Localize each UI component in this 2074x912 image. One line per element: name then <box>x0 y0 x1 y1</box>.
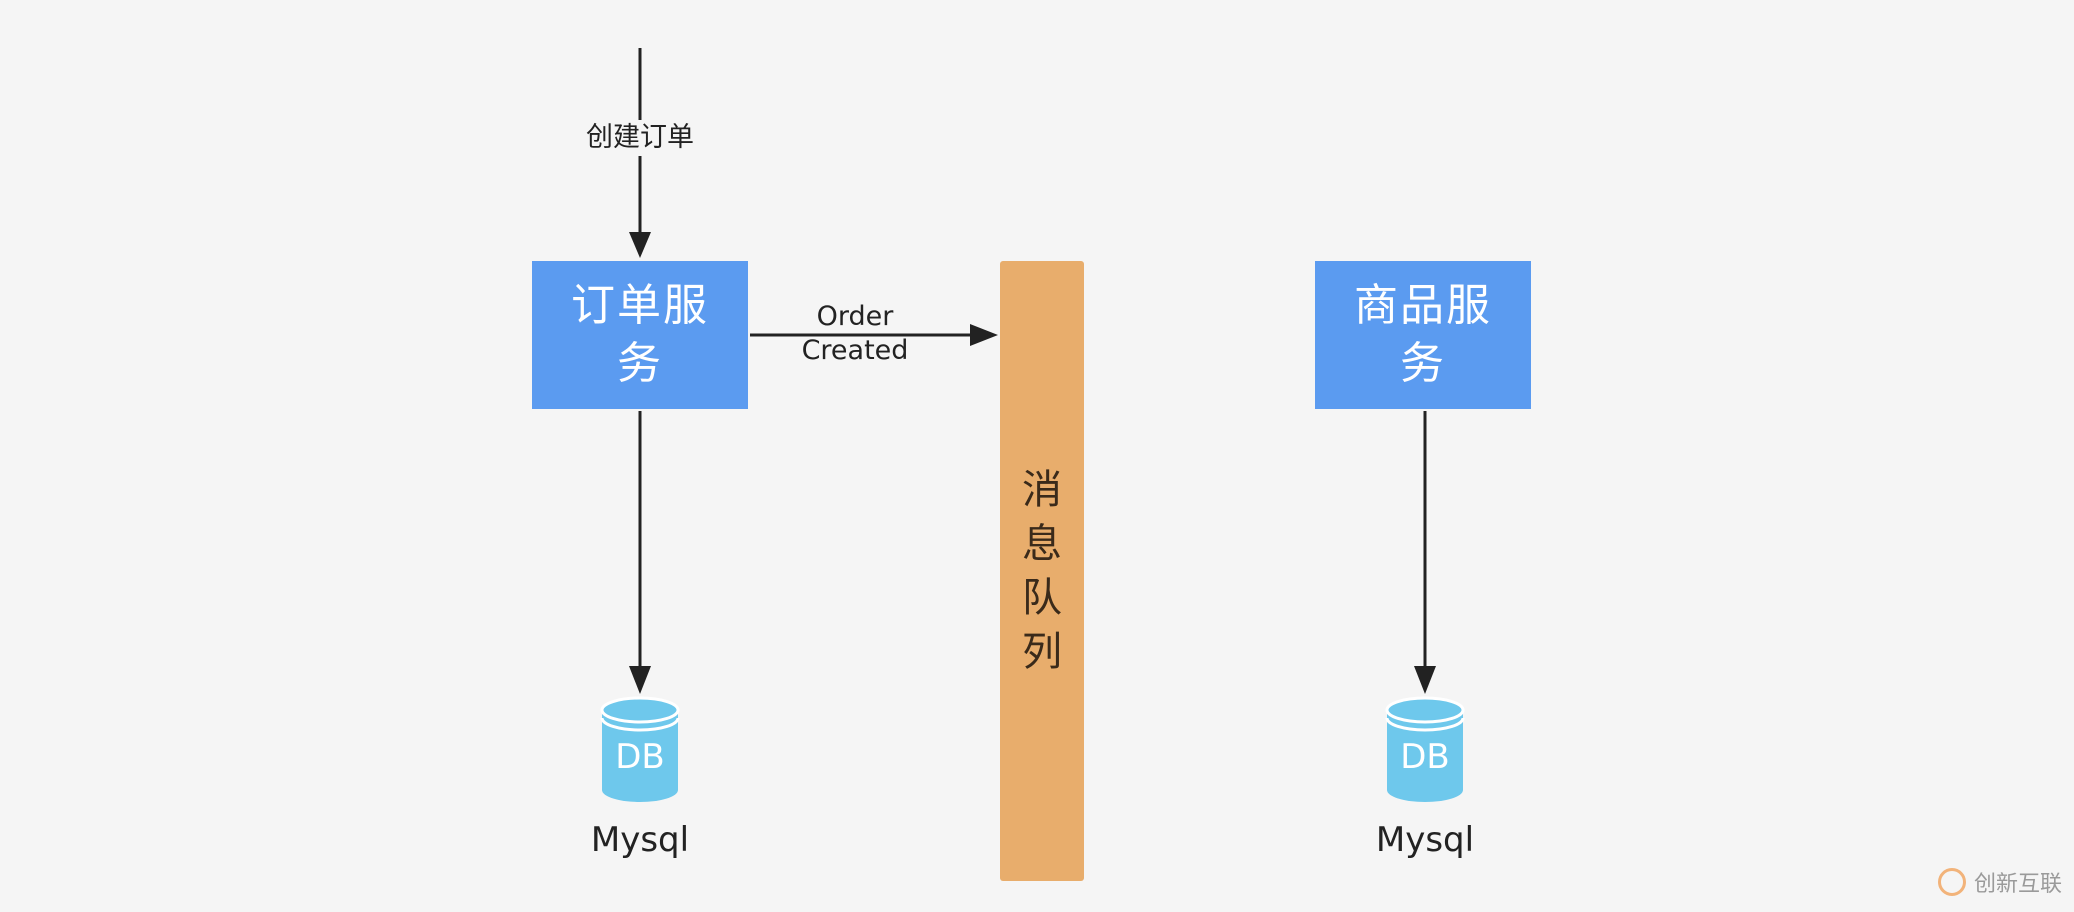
product-service-box: 商品服务 <box>1315 261 1531 409</box>
message-queue-label: 消息队列 <box>1022 467 1062 675</box>
order-service-box: 订单服务 <box>532 261 748 409</box>
create-order-label: 创建订单 <box>572 120 708 156</box>
db-caption: Mysql <box>1375 820 1475 860</box>
order-created-arrow-head <box>970 324 998 346</box>
order-service-label: 订单服务 <box>571 280 709 389</box>
db-icon-text: DB <box>1400 737 1450 777</box>
message-queue: 消息队列 <box>1000 261 1084 881</box>
order-created-label: Order Created <box>801 301 909 366</box>
product-db-arrow-head <box>1414 666 1436 694</box>
order-db-arrow-head <box>629 666 651 694</box>
db-icon-text: DB <box>615 737 665 777</box>
watermark-text: 创新互联 <box>1974 872 2063 897</box>
watermark-logo-icon <box>1938 868 1966 896</box>
incoming-arrow-head <box>629 232 651 258</box>
database-icon: DB <box>1385 696 1465 804</box>
db-caption: Mysql <box>590 820 690 860</box>
database-icon: DB <box>600 696 680 804</box>
product-service-label: 商品服务 <box>1354 280 1492 389</box>
watermark: 创新互联 <box>1938 864 2062 900</box>
database-cylinder-icon <box>1385 696 1465 802</box>
database-cylinder-icon <box>600 696 680 802</box>
